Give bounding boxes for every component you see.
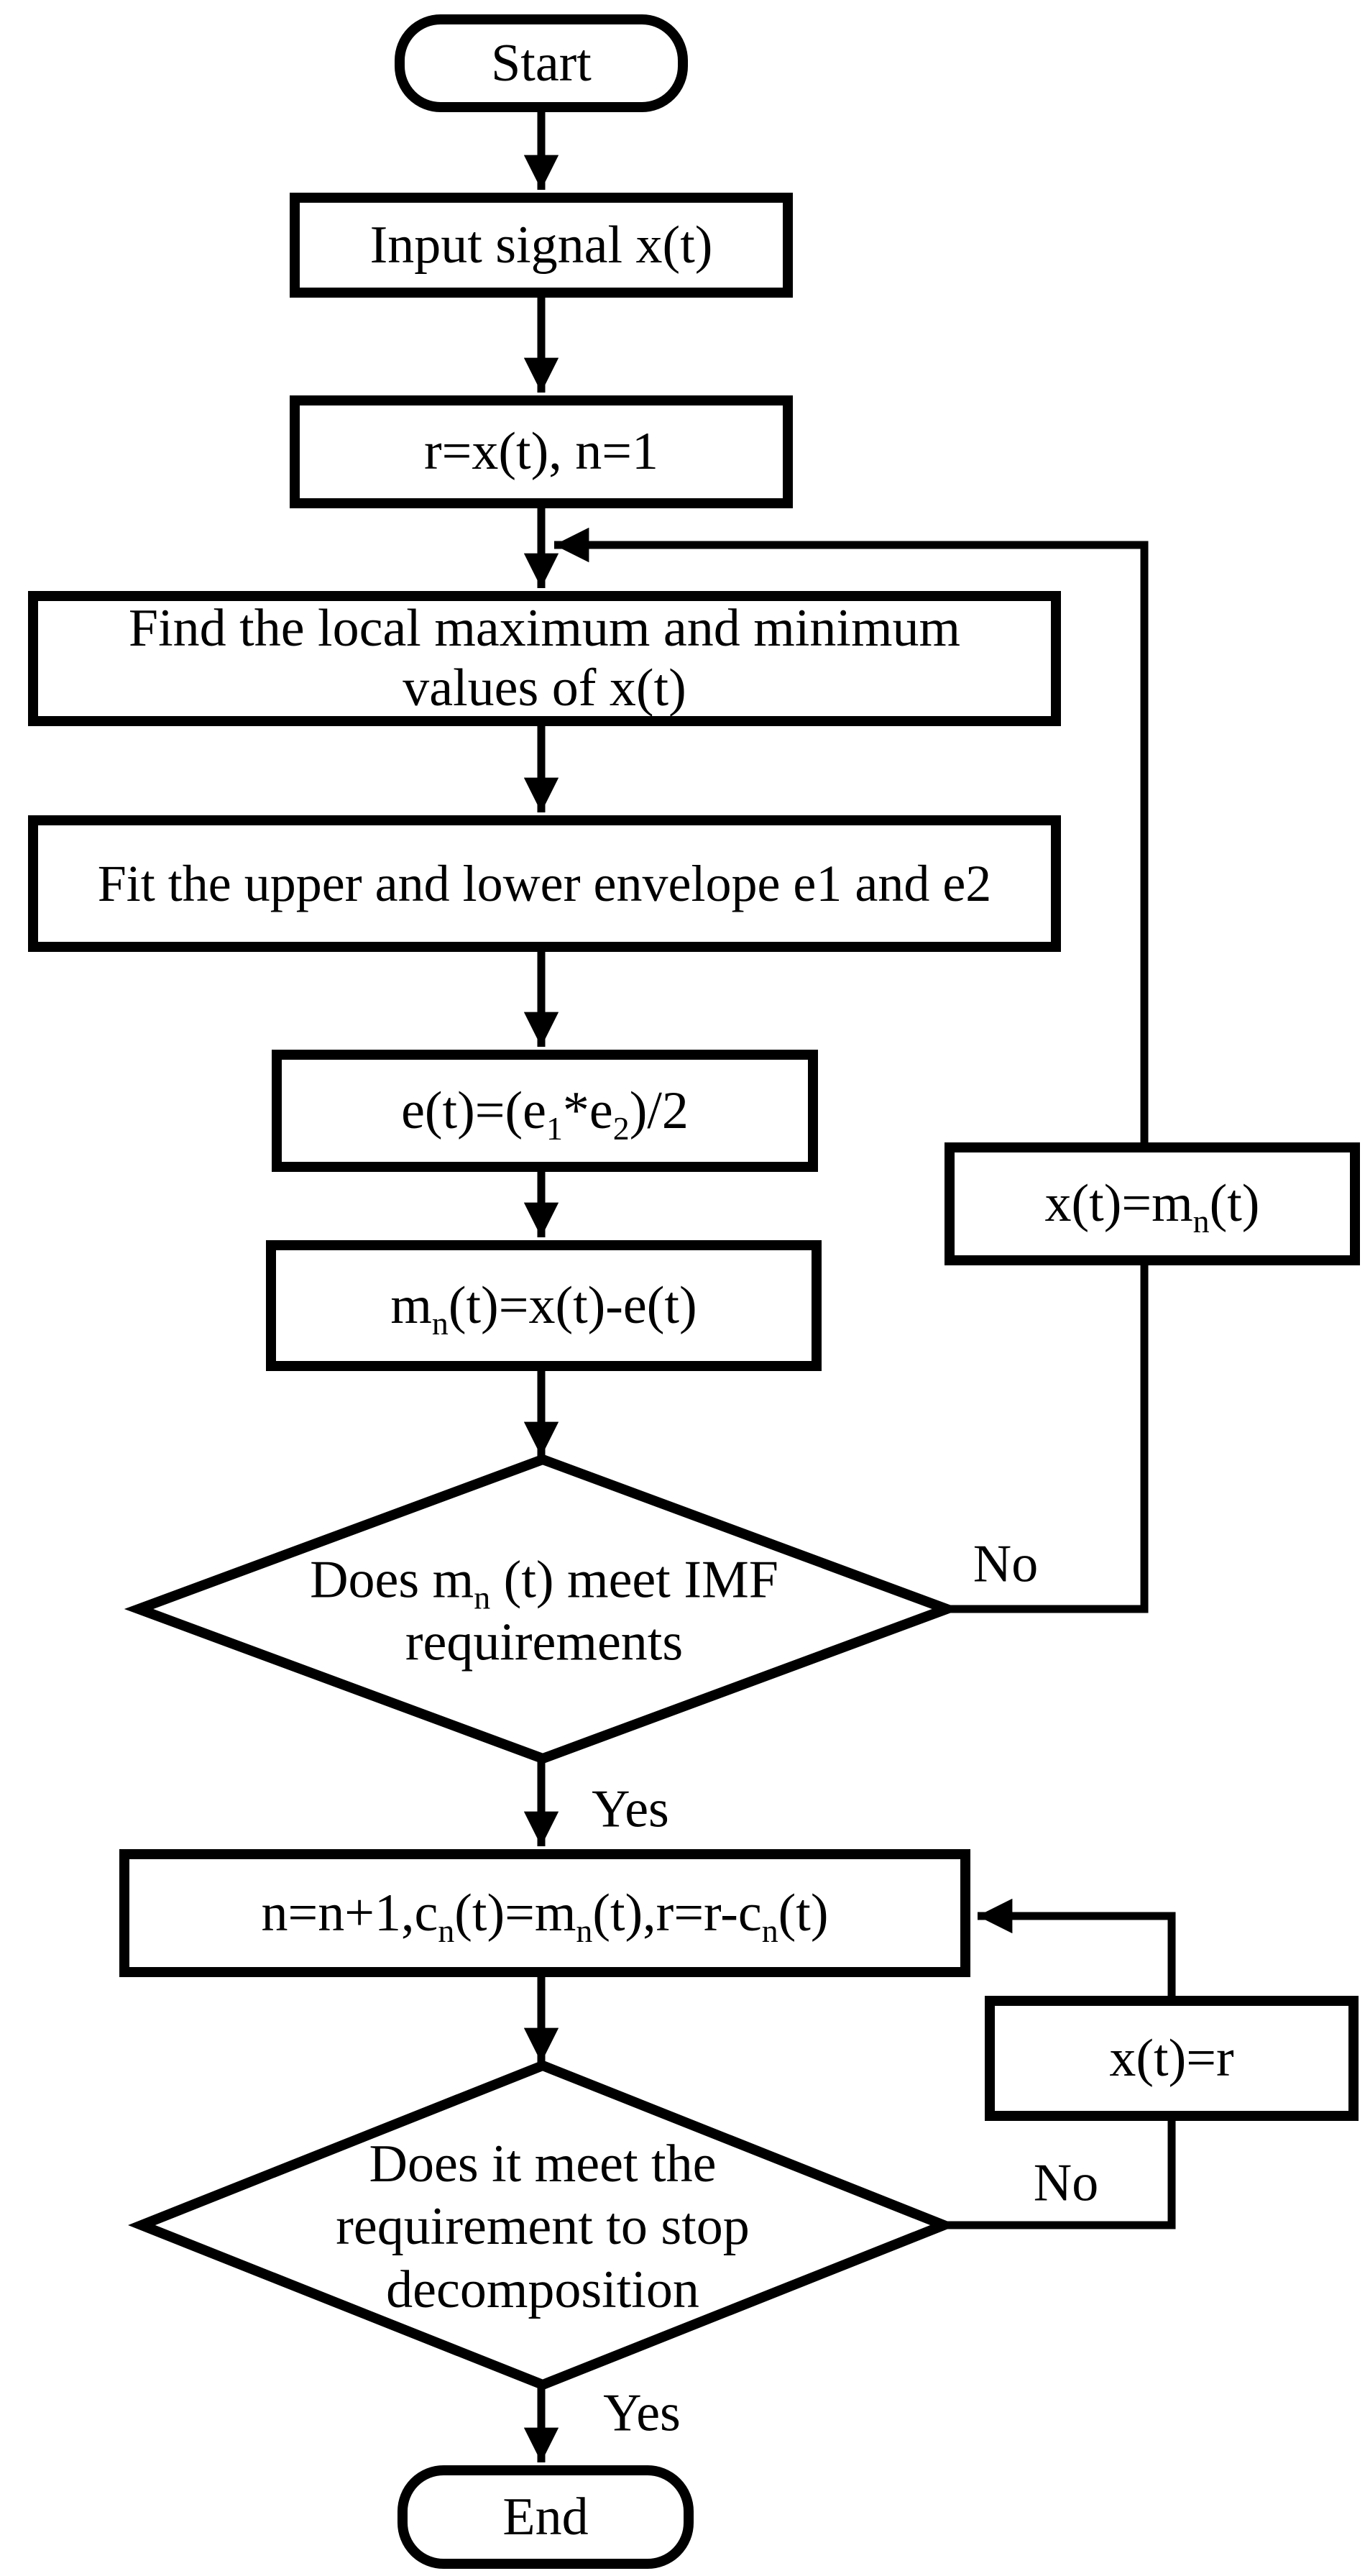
node-start: Start xyxy=(395,14,688,112)
node-mean-envelope: e(t)=(e1*e2)/2 xyxy=(272,1050,818,1172)
node-input-signal-label: Input signal x(t) xyxy=(369,215,713,275)
node-update-imf: n=n+1,cn(t)=mn(t),r=r-cn(t) xyxy=(119,1849,970,1977)
label-imf-yes: Yes xyxy=(592,1779,669,1839)
decision-stop-diamond xyxy=(128,2060,957,2391)
node-find-extrema-line2: values of x(t) xyxy=(403,659,686,718)
node-set-x-to-r: x(t)=r xyxy=(985,1996,1359,2121)
node-start-label: Start xyxy=(491,33,592,93)
node-set-x-to-mn-label: x(t)=mn(t) xyxy=(1044,1174,1260,1239)
decision-imf-text: Does mn (t) meet IMF requirements xyxy=(310,1549,778,1675)
node-extract-mn-label: mn(t)=x(t)-e(t) xyxy=(390,1275,697,1342)
label-imf-no: No xyxy=(973,1534,1039,1594)
edge-imf-no-loop xyxy=(554,527,1149,1613)
decision-imf-diamond xyxy=(124,1454,962,1764)
node-find-extrema: Find the local maximum and minimum value… xyxy=(28,591,1061,726)
node-update-imf-label: n=n+1,cn(t)=mn(t),r=r-cn(t) xyxy=(261,1883,829,1949)
decision-stop-line1: Does it meet the xyxy=(369,2135,717,2194)
decision-stop-line3: decomposition xyxy=(386,2260,699,2319)
node-set-x-to-r-label: x(t)=r xyxy=(1109,2028,1234,2088)
decision-stop-text: Does it meet the requirement to stop dec… xyxy=(336,2133,749,2321)
node-extract-mn: mn(t)=x(t)-e(t) xyxy=(266,1240,822,1371)
node-mean-envelope-label: e(t)=(e1*e2)/2 xyxy=(401,1081,689,1147)
node-initialize-label: r=x(t), n=1 xyxy=(424,422,658,482)
label-stop-yes: Yes xyxy=(603,2383,681,2443)
node-end: End xyxy=(397,2465,694,2569)
node-fit-envelope-label: Fit the upper and lower envelope e1 and … xyxy=(97,854,992,912)
decision-imf-line1: Does mn (t) meet IMF xyxy=(310,1550,778,1616)
label-stop-no: No xyxy=(1033,2153,1099,2213)
node-end-label: End xyxy=(502,2487,589,2547)
node-input-signal: Input signal x(t) xyxy=(290,193,793,298)
decision-imf-line2: requirements xyxy=(405,1613,684,1672)
decision-stop-line2: requirement to stop xyxy=(336,2197,750,2257)
node-fit-envelope: Fit the upper and lower envelope e1 and … xyxy=(28,815,1061,952)
node-set-x-to-mn: x(t)=mn(t) xyxy=(945,1142,1360,1265)
node-find-extrema-line1: Find the local maximum and minimum xyxy=(128,599,961,659)
node-initialize: r=x(t), n=1 xyxy=(290,395,793,508)
